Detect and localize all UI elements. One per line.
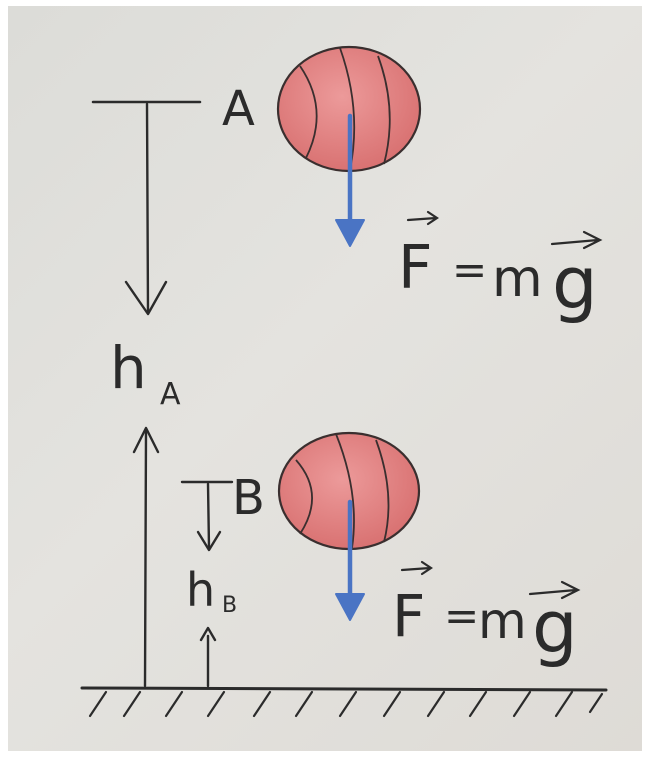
- force-arrowhead-b: [335, 593, 365, 621]
- force-a-m: m: [492, 249, 543, 309]
- height-a-down-arrow: [145, 102, 150, 314]
- height-a-up-arrow: [143, 428, 148, 688]
- ground-line: [80, 686, 608, 692]
- height-a-down-arrowhead: [124, 280, 168, 316]
- height-b-up-arrowhead: [199, 626, 217, 642]
- force-b-g: g: [532, 585, 578, 669]
- height-a-label-main: h: [110, 334, 147, 402]
- point-b-label: B: [232, 470, 265, 526]
- force-b-g-vector-arrow: [528, 580, 581, 600]
- force-equation-b: F = m g: [392, 560, 581, 669]
- point-a-label: A: [222, 81, 255, 137]
- force-a-f: F: [398, 233, 433, 303]
- force-b-m: m: [478, 592, 527, 650]
- height-a-up-arrowhead: [132, 426, 160, 454]
- force-arrowhead-a: [335, 219, 365, 247]
- force-equation-a: F = m g: [398, 210, 603, 325]
- force-a-f-vector-arrow: [406, 210, 439, 226]
- height-b-label-main: h: [186, 563, 215, 617]
- ball-b: [277, 431, 421, 551]
- force-b-equals: =: [444, 591, 479, 640]
- height-a-label-subscript: A: [160, 377, 181, 412]
- force-b-f: F: [392, 582, 425, 650]
- ground-hatching: [88, 690, 604, 718]
- force-a-g: g: [552, 241, 598, 325]
- height-b-label-subscript: B: [222, 593, 237, 618]
- force-a-equals: =: [452, 245, 487, 294]
- height-b-down-arrow: [206, 482, 211, 550]
- force-b-f-vector-arrow: [400, 560, 433, 576]
- height-b-down-arrowhead: [196, 530, 222, 552]
- force-a-g-vector-arrow: [550, 230, 603, 250]
